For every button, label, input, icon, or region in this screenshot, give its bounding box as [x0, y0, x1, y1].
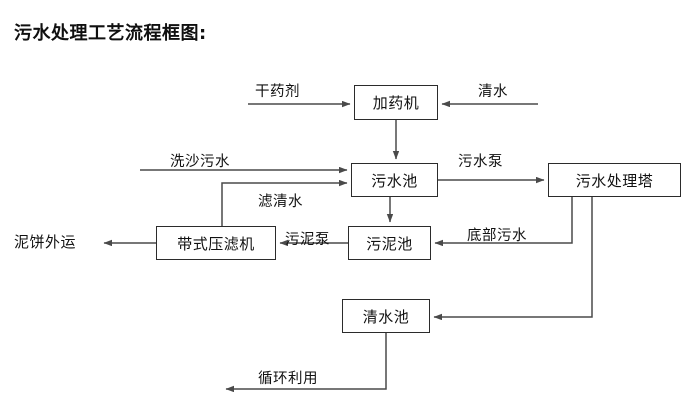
edge-label-dry-reagent: 干药剂	[255, 84, 300, 100]
edge-tower-to-clean-water-pool	[433, 197, 593, 321]
node-label: 污泥池	[366, 234, 413, 253]
node-label: 加药机	[372, 94, 420, 112]
edge-label-sludge-pump: 污泥泵	[285, 232, 330, 248]
edge-label-clear-water: 清水	[478, 84, 508, 100]
edge-label-sand-wash-water: 洗沙污水	[170, 154, 230, 170]
node-treatment-tower[interactable]: 污水处理塔	[548, 163, 681, 197]
terminal-label-mud-cake-out: 泥饼外运	[14, 233, 77, 251]
node-label: 污水处理塔	[575, 171, 654, 190]
node-sludge-pool[interactable]: 污泥池	[348, 226, 431, 260]
node-label: 清水池	[362, 307, 410, 326]
node-clean-water-pool[interactable]: 清水池	[342, 299, 430, 333]
edge-filtrate-to-sewage-pool	[221, 179, 348, 226]
edge-label-bottom-sewage: 底部污水	[467, 228, 527, 244]
edge-tower-to-sludge-pool	[434, 197, 573, 247]
node-label: 带式压滤机	[177, 234, 255, 253]
edge-label-sewage-pump: 污水泵	[458, 154, 503, 170]
node-belt-filter-press[interactable]: 带式压滤机	[156, 226, 276, 260]
node-dosing-machine[interactable]: 加药机	[354, 85, 438, 120]
edge-clean-water-pool-to-recycle	[225, 333, 387, 393]
edge-label-filtrate-water: 滤清水	[258, 194, 303, 210]
node-label: 污水池	[371, 171, 418, 190]
node-sewage-pool[interactable]: 污水池	[351, 163, 438, 197]
edge-label-recycling-use: 循环利用	[258, 371, 318, 387]
page-title: 污水处理工艺流程框图:	[14, 23, 207, 44]
